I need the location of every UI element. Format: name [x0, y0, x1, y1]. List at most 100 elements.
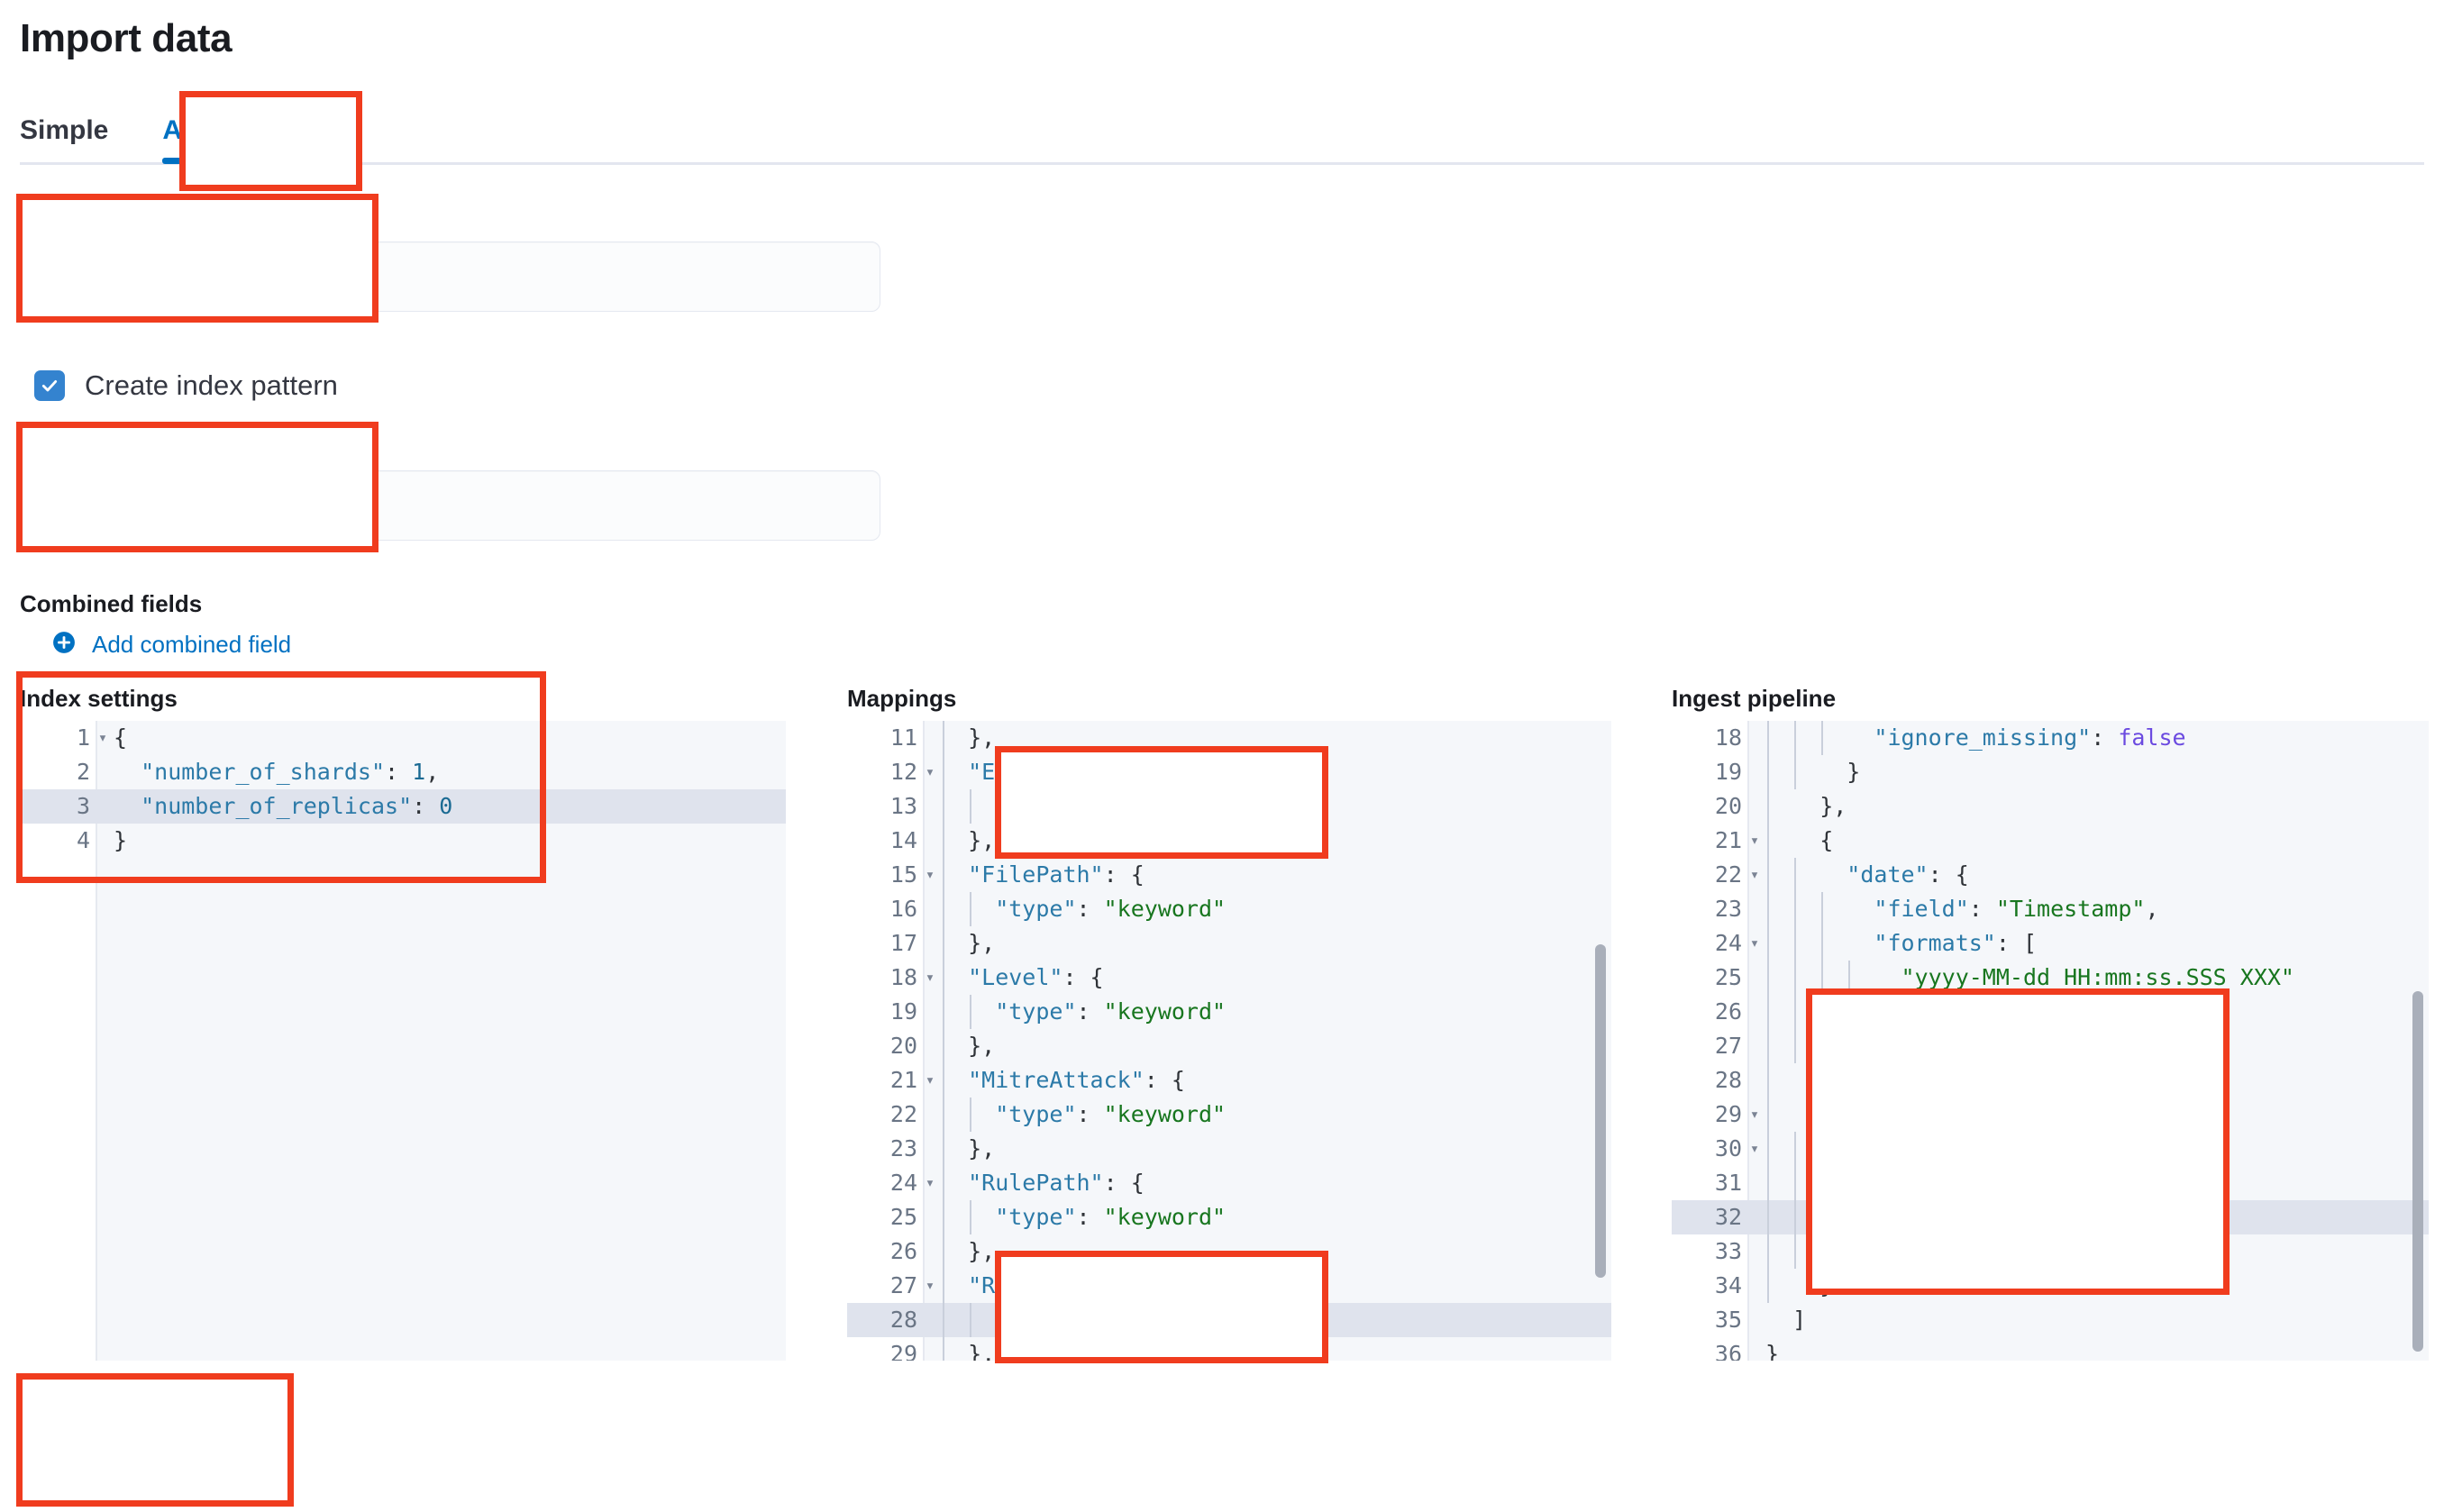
- mappings-editor[interactable]: 11},12▾"EventID": {13"type": "keyword"14…: [847, 721, 1611, 1361]
- code-line[interactable]: 22▾"date": {: [1672, 858, 2429, 892]
- code-line[interactable]: 28"type": "keyword": [847, 1303, 1611, 1337]
- code-line[interactable]: 21▾"MitreAttack": {: [847, 1063, 1611, 1098]
- indent-guide: [943, 1166, 944, 1200]
- tab-simple[interactable]: Simple: [20, 115, 109, 145]
- code-line[interactable]: 32"field": "Timestamp": [1672, 1200, 2429, 1234]
- create-index-pattern-label: Create index pattern: [85, 369, 338, 401]
- indent-guide: [1794, 1029, 1797, 1063]
- indent-guide: [1821, 721, 1824, 755]
- ingest-pipeline-scrollbar[interactable]: [2412, 721, 2425, 1361]
- code-line[interactable]: 24▾"formats": [: [1672, 926, 2429, 961]
- gutter-background: [847, 721, 925, 1361]
- indent-guide: [943, 961, 944, 995]
- indent-guide: [1821, 926, 1824, 961]
- indent-guide: [970, 892, 972, 926]
- code-line[interactable]: 22"type": "keyword": [847, 1098, 1611, 1132]
- fold-toggle-icon[interactable]: ▾: [97, 729, 108, 747]
- line-number: 18: [1714, 724, 1742, 751]
- fold-toggle-icon[interactable]: ▾: [925, 1071, 935, 1089]
- tab-advanced[interactable]: Advanced: [135, 117, 318, 164]
- line-number: 20: [1714, 793, 1742, 819]
- code-line[interactable]: 19}: [1672, 755, 2429, 789]
- code-line[interactable]: 14},: [847, 824, 1611, 858]
- code-text: {: [1819, 827, 1834, 853]
- code-line[interactable]: 19"type": "keyword": [847, 995, 1611, 1029]
- ingest-pipeline-scrollbar-thumb[interactable]: [2412, 991, 2423, 1352]
- code-text: "type": "keyword": [995, 1307, 1227, 1333]
- code-text: },: [1819, 1067, 1847, 1093]
- index-settings-editor[interactable]: 1▾{2"number_of_shards": 1,3"number_of_re…: [20, 721, 786, 1361]
- index-pattern-name-input[interactable]: evtxlogs-hayabusa: [20, 470, 880, 541]
- fold-toggle-icon[interactable]: ▾: [925, 763, 935, 781]
- indent-guide: [943, 1200, 944, 1234]
- code-line[interactable]: 27▾"RuleTitle": {: [847, 1269, 1611, 1303]
- code-line[interactable]: 33}: [1672, 1234, 2429, 1269]
- code-line[interactable]: 16"type": "keyword": [847, 892, 1611, 926]
- code-line[interactable]: 25"type": "keyword": [847, 1200, 1611, 1234]
- combined-fields-label: Combined fields: [20, 590, 203, 617]
- fold-toggle-icon[interactable]: ▾: [1749, 832, 1760, 850]
- mappings-scrollbar-thumb[interactable]: [1595, 944, 1606, 1278]
- indent-guide: [943, 1337, 944, 1361]
- indent-guide: [1767, 1098, 1769, 1132]
- indent-guide: [943, 892, 944, 926]
- code-line[interactable]: 15▾"FilePath": {: [847, 858, 1611, 892]
- import-button[interactable]: Import: [27, 1402, 275, 1481]
- add-combined-field-button[interactable]: Add combined field: [52, 631, 291, 659]
- code-text: },: [968, 930, 996, 956]
- create-index-pattern-row[interactable]: Create index pattern: [34, 369, 338, 402]
- code-line[interactable]: 4}: [20, 824, 786, 858]
- code-line[interactable]: 26},: [847, 1234, 1611, 1269]
- code-line[interactable]: 1▾{: [20, 721, 786, 755]
- code-line[interactable]: 36}: [1672, 1337, 2429, 1361]
- mappings-scrollbar[interactable]: [1595, 721, 1608, 1361]
- code-line[interactable]: 30▾"remove": {: [1672, 1132, 2429, 1166]
- code-line[interactable]: 29},: [847, 1337, 1611, 1361]
- fold-toggle-icon[interactable]: ▾: [1749, 1140, 1760, 1158]
- code-line[interactable]: 29▾{: [1672, 1098, 2429, 1132]
- line-number: 19: [1714, 759, 1742, 785]
- fold-toggle-icon[interactable]: ▾: [1749, 866, 1760, 884]
- line-number: 27: [889, 1272, 917, 1298]
- code-line[interactable]: 11},: [847, 721, 1611, 755]
- indent-guide: [1794, 858, 1797, 892]
- fold-toggle-icon[interactable]: ▾: [925, 1277, 935, 1295]
- code-line[interactable]: 34}: [1672, 1269, 2429, 1303]
- fold-toggle-icon[interactable]: ▾: [925, 969, 935, 987]
- code-text: "number_of_shards": 1,: [141, 759, 440, 785]
- code-text: "field": "Timestamp",: [1874, 896, 2159, 922]
- code-line[interactable]: 31"field": "message",: [1672, 1166, 2429, 1200]
- code-line[interactable]: 21▾{: [1672, 824, 2429, 858]
- fold-toggle-icon[interactable]: ▾: [925, 866, 935, 884]
- code-line[interactable]: 12▾"EventID": {: [847, 755, 1611, 789]
- code-line[interactable]: 35]: [1672, 1303, 2429, 1337]
- code-text: "type": "keyword": [995, 1101, 1227, 1127]
- indent-guide: [1767, 1234, 1769, 1269]
- code-line[interactable]: 24▾"RulePath": {: [847, 1166, 1611, 1200]
- line-number: 33: [1714, 1238, 1742, 1264]
- code-line[interactable]: 20},: [1672, 789, 2429, 824]
- code-line[interactable]: 13"type": "keyword": [847, 789, 1611, 824]
- fold-toggle-icon[interactable]: ▾: [1749, 1106, 1760, 1124]
- code-line[interactable]: 25"yyyy-MM-dd HH:mm:ss.SSS XXX": [1672, 961, 2429, 995]
- fold-toggle-icon[interactable]: ▾: [925, 1174, 935, 1192]
- code-line[interactable]: 18"ignore_missing": false: [1672, 721, 2429, 755]
- line-number: 23: [889, 1135, 917, 1161]
- code-line[interactable]: 20},: [847, 1029, 1611, 1063]
- indent-guide: [1794, 961, 1797, 995]
- code-line[interactable]: 23"field": "Timestamp",: [1672, 892, 2429, 926]
- code-line[interactable]: 2"number_of_shards": 1,: [20, 755, 786, 789]
- indent-guide: [970, 789, 972, 824]
- code-line[interactable]: 27}: [1672, 1029, 2429, 1063]
- code-line[interactable]: 23},: [847, 1132, 1611, 1166]
- indent-guide: [1767, 1166, 1769, 1200]
- checkbox-checked-icon[interactable]: [34, 370, 65, 401]
- fold-toggle-icon[interactable]: ▾: [1749, 934, 1760, 952]
- code-line[interactable]: 28},: [1672, 1063, 2429, 1098]
- code-line[interactable]: 26]: [1672, 995, 2429, 1029]
- code-line[interactable]: 18▾"Level": {: [847, 961, 1611, 995]
- index-name-input[interactable]: evtxlogs-hayabusa: [20, 241, 880, 312]
- code-line[interactable]: 17},: [847, 926, 1611, 961]
- code-line[interactable]: 3"number_of_replicas": 0: [20, 789, 786, 824]
